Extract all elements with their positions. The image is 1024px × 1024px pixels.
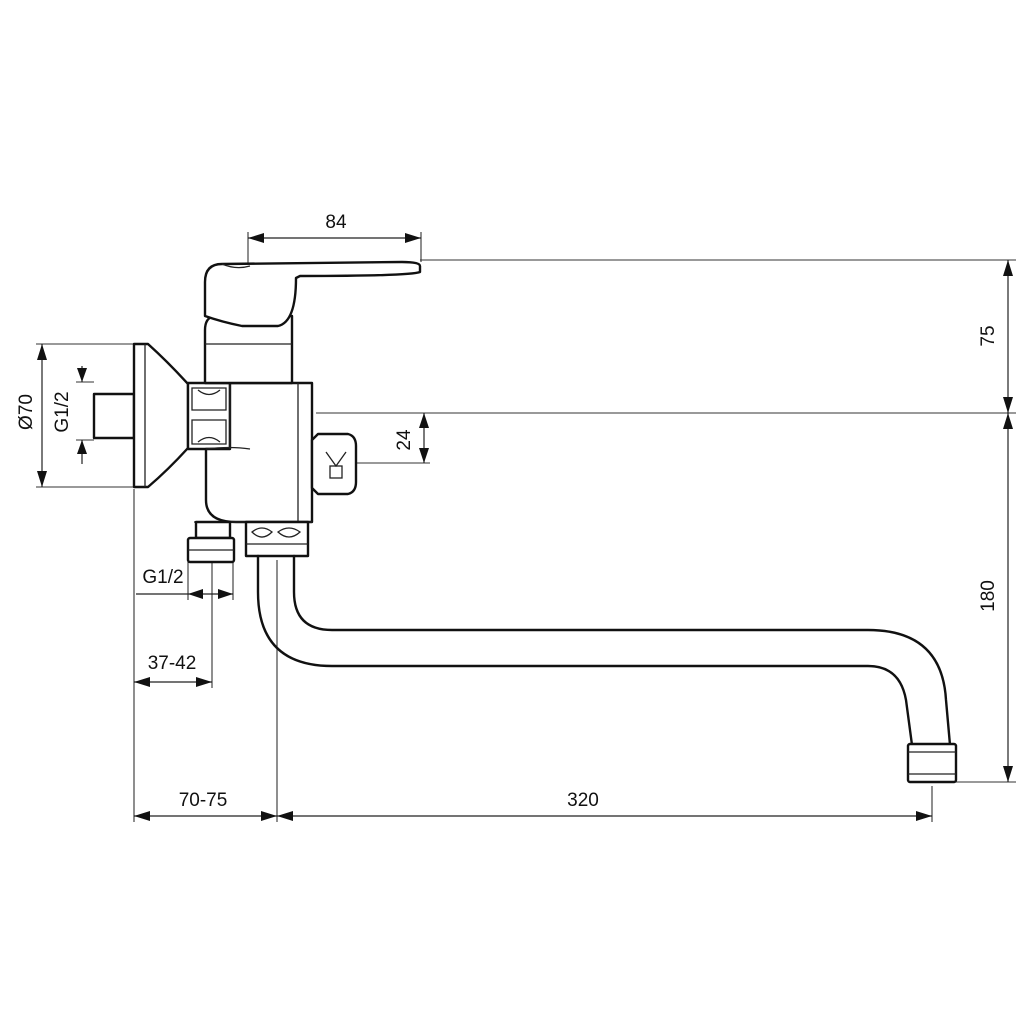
dimension-84: [248, 233, 421, 243]
dimension-70-75: [134, 811, 277, 821]
dimension-37-42: [134, 677, 212, 687]
dimension-75: [1003, 260, 1013, 413]
dimension-180: [1003, 413, 1013, 782]
label-body-to-diverter: 24: [394, 429, 415, 451]
inlet-stub: [92, 392, 136, 440]
lever-handle: [203, 260, 422, 328]
spout: [256, 554, 952, 747]
label-bottom-offset: 37-42: [148, 653, 197, 674]
spout-swivel-nut: [244, 520, 310, 558]
label-bottom-thread: G1/2: [142, 567, 183, 588]
label-handle-height: 75: [978, 325, 999, 346]
label-inlet-thread: G1/2: [52, 391, 73, 432]
label-spout-reach: 320: [567, 790, 599, 811]
dimension-inlet-thread: [77, 366, 87, 464]
dimension-bottom-thread: [136, 589, 233, 599]
label-wall-offset: 70-75: [179, 790, 228, 811]
label-handle-width: 84: [325, 212, 347, 233]
dimension-diameter-70: [37, 344, 47, 487]
aerator: [906, 742, 958, 784]
shower-outlet: [186, 520, 236, 564]
dimension-320: [277, 811, 932, 821]
label-rosette-diameter: Ø70: [16, 394, 37, 430]
dimension-24: [419, 413, 429, 463]
diverter-knob: [310, 432, 358, 496]
wall-rosette: [132, 342, 190, 489]
extension-lines: [36, 232, 1016, 822]
eccentric-nut: [186, 381, 232, 451]
label-outlet-height: 180: [978, 580, 999, 612]
